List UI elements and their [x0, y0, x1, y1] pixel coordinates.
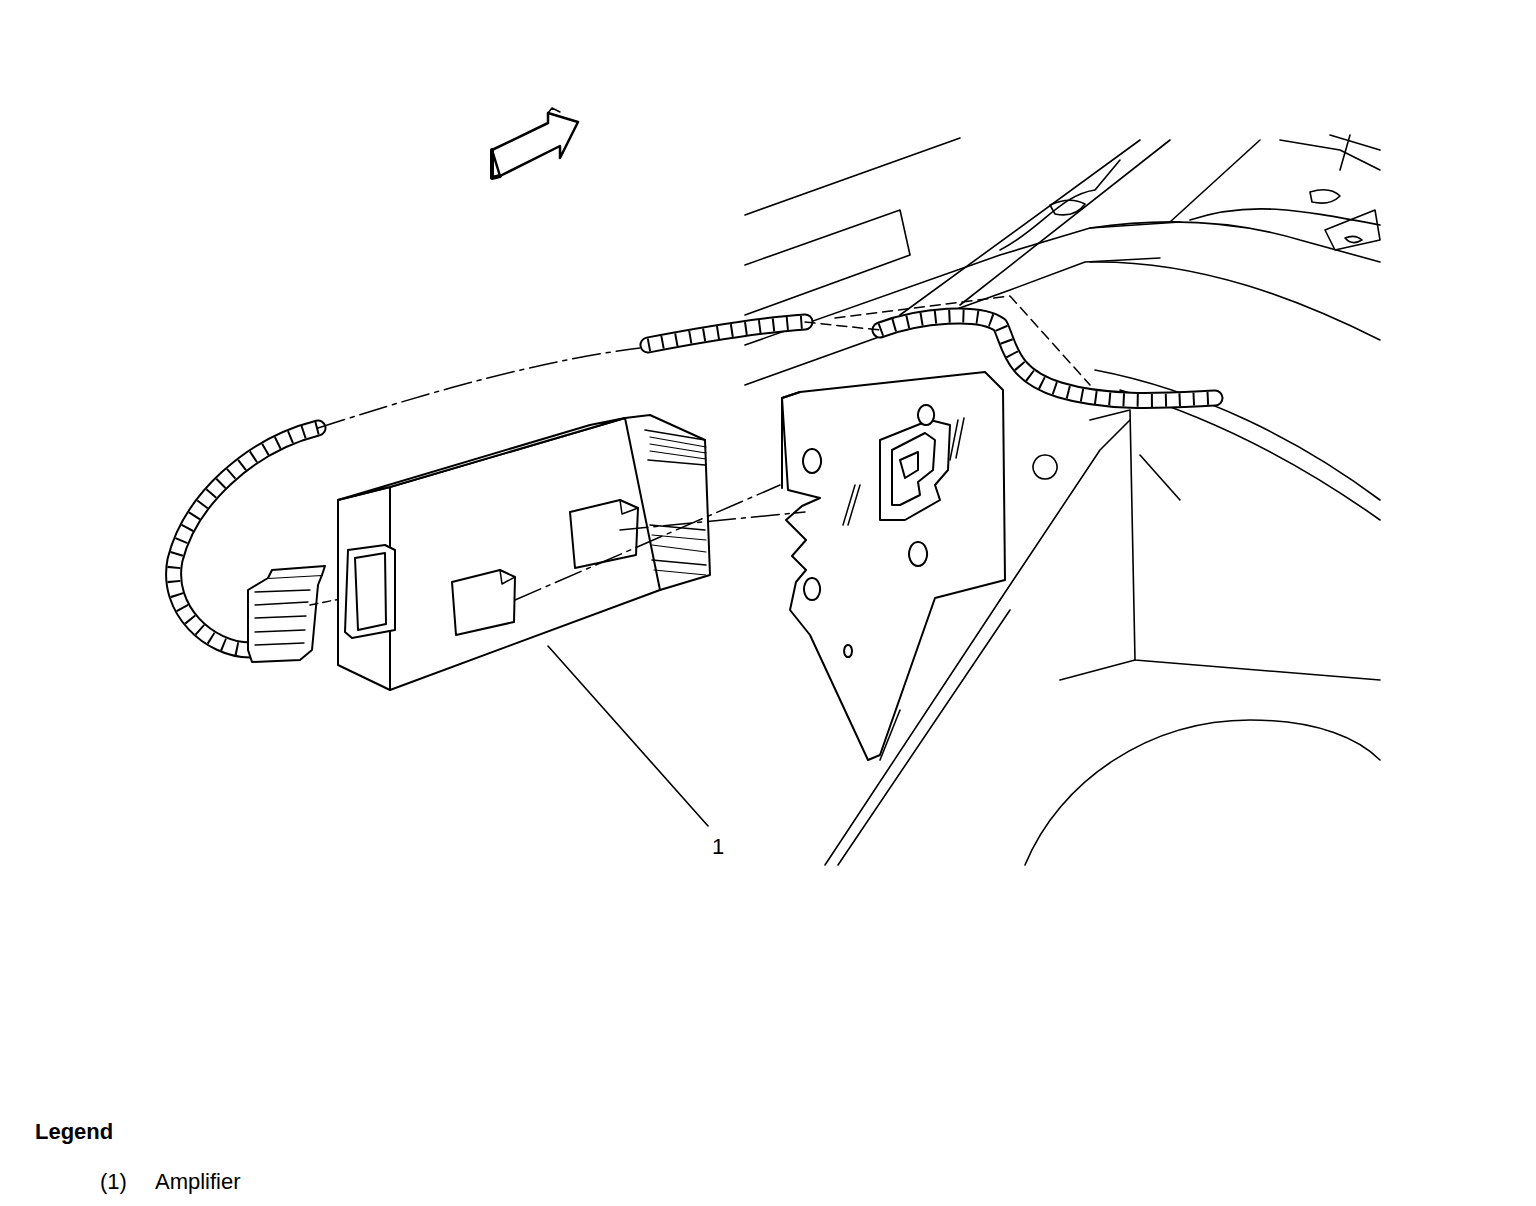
leader-line [548, 646, 708, 826]
wiring-harness [174, 296, 1215, 662]
callout-number: 1 [712, 834, 724, 860]
body-structure [745, 135, 1380, 865]
part-name: Amplifier [155, 1169, 241, 1195]
legend-heading: Legend [35, 1119, 113, 1145]
mounting-bracket [782, 372, 1005, 760]
callout-number: (1) [100, 1169, 127, 1195]
amplifier-unit [338, 415, 805, 690]
forward-arrow [492, 108, 578, 178]
